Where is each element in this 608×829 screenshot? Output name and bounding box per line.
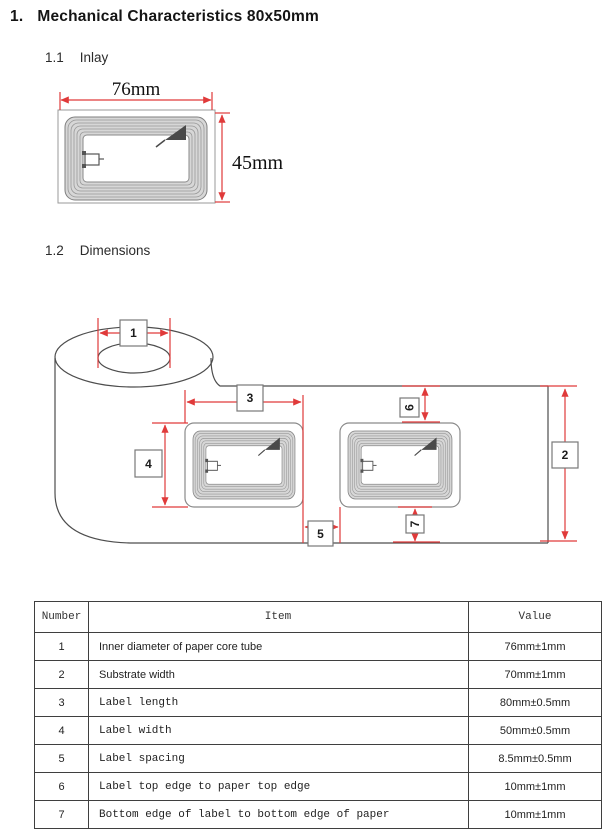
cell-value: 70mm±1mm [468,660,602,689]
cell-value: 10mm±1mm [468,772,602,801]
dim-marker-5: 5 [317,527,324,541]
page-title: 1. Mechanical Characteristics 80x50mm [10,8,319,26]
cell-value: 76mm±1mm [468,632,602,661]
section-heading-dimensions: 1.2 Dimensions [45,243,150,258]
dim-marker-3: 3 [247,391,254,405]
cell-item: Label length [88,688,469,717]
section-label: Inlay [79,50,109,65]
dim-5-label-spacing: 5 [304,507,341,547]
width-dimension: 76mm [59,79,213,110]
dim-6-top-edge: 6 [399,385,440,423]
height-dimension: 45mm [215,112,284,203]
cell-number: 1 [34,632,89,661]
dim-marker-1: 1 [130,326,137,340]
roll-core-ellipse [97,342,171,374]
inlay-diagram: 76mm 45mm [57,79,284,204]
cell-number: 4 [34,716,89,745]
cell-number: 5 [34,744,89,773]
dim-marker-4: 4 [145,457,152,471]
strip-label-1 [184,422,304,508]
dim-marker-7: 7 [408,520,422,527]
cell-value: 8.5mm±0.5mm [468,744,602,773]
cell-value: 10mm±1mm [468,800,602,829]
dim-1-core-diameter: 1 [97,318,171,368]
cell-value: 80mm±0.5mm [468,688,602,717]
cell-item: Label spacing [88,744,469,773]
section-label: Dimensions [79,243,151,258]
height-dimension-label: 45mm [232,152,284,174]
page-title-number: 1. [10,8,24,25]
header-value: Value [468,601,602,633]
header-number: Number [34,601,89,633]
cell-item: Inner diameter of paper core tube [88,632,469,661]
dim-marker-6: 6 [403,404,417,411]
dim-7-bottom-edge: 7 [393,506,440,543]
strip-label-2 [339,422,461,508]
cell-number: 3 [34,688,89,717]
cell-item: Bottom edge of label to bottom edge of p… [88,800,469,829]
dim-4-label-width: 4 [134,422,188,508]
section-number: 1.2 [45,243,64,258]
cell-number: 6 [34,772,89,801]
cell-number: 2 [34,660,89,689]
cell-item: Label width [88,716,469,745]
cell-number: 7 [34,800,89,829]
width-dimension-label: 76mm [112,79,161,100]
dim-3-label-length: 3 [184,384,304,543]
spec-table-header-row: Number Item Value [34,601,602,633]
section-number: 1.1 [45,50,64,65]
dim-marker-2: 2 [562,448,569,462]
cell-item: Label top edge to paper top edge [88,772,469,801]
section-heading-inlay: 1.1 Inlay [45,50,108,65]
dimensions-diagram: 1 3 4 5 6 [54,318,579,547]
cell-item: Substrate width [88,660,469,689]
header-item: Item [88,601,469,633]
dim-2-substrate-width: 2 [540,385,579,542]
page-title-text: Mechanical Characteristics 80x50mm [37,8,319,25]
cell-value: 50mm±0.5mm [468,716,602,745]
